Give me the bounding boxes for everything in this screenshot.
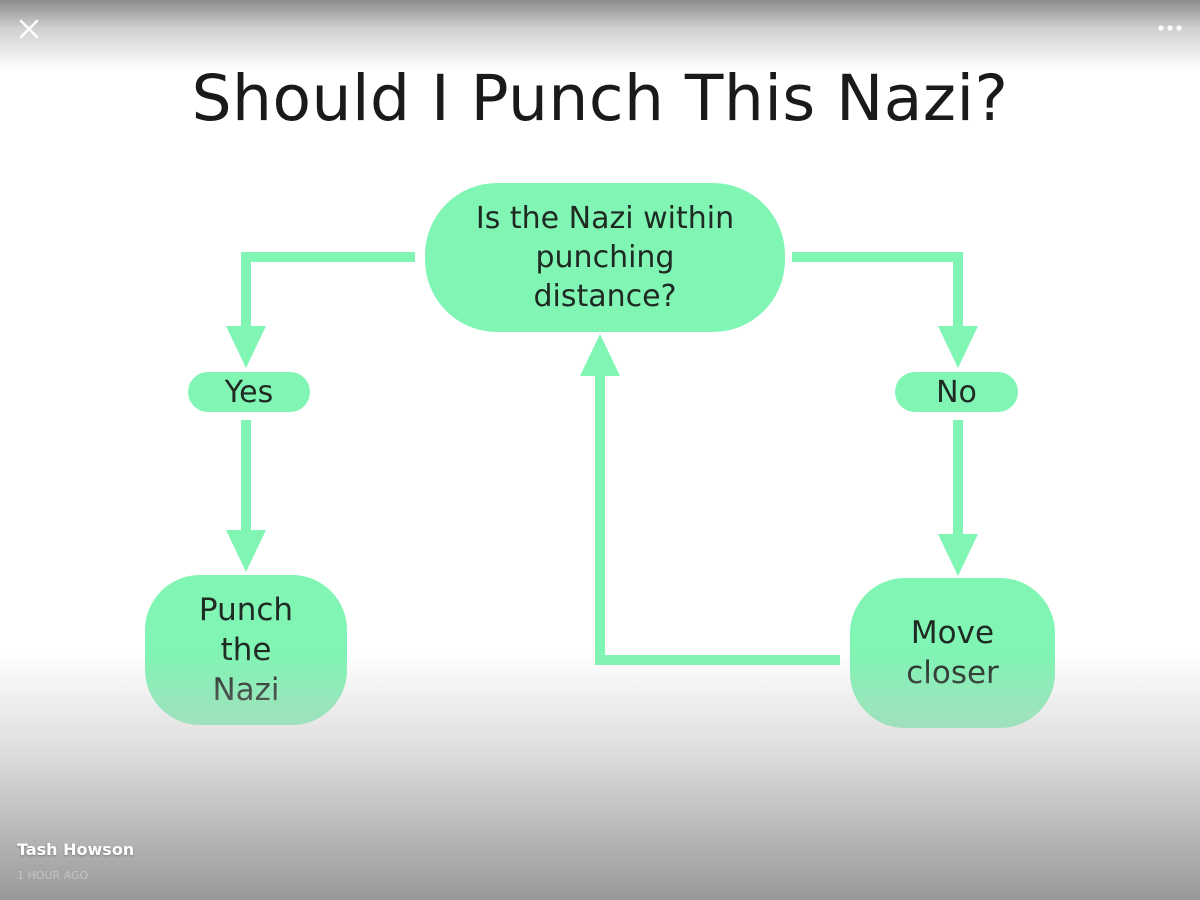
more-options-icon xyxy=(1158,25,1182,31)
arrowhead-up-icon xyxy=(580,334,620,376)
arrowhead-down-icon xyxy=(938,534,978,576)
arrowhead-down-icon xyxy=(938,326,978,368)
no-text: No xyxy=(936,374,977,410)
no-label-node: No xyxy=(895,372,1018,412)
close-button[interactable] xyxy=(14,14,44,44)
post-timestamp: 1 HOUR AGO xyxy=(17,869,89,882)
move-closer-text: Move closer xyxy=(906,614,999,691)
yes-text: Yes xyxy=(224,374,274,410)
decision-node: Is the Nazi within punching distance? xyxy=(425,183,785,332)
connector-loop-back xyxy=(595,372,840,665)
connector-to-no xyxy=(792,252,963,328)
author-name[interactable]: Tash Howson xyxy=(17,840,135,859)
decision-text: Is the Nazi within punching distance? xyxy=(475,201,735,314)
yes-label-node: Yes xyxy=(188,372,310,412)
connector-to-yes xyxy=(241,252,415,328)
more-options-button[interactable] xyxy=(1156,18,1186,38)
punch-text: Punch the Nazi xyxy=(198,591,294,709)
flowchart-title: Should I Punch This Nazi? xyxy=(191,62,1009,135)
arrowhead-down-icon xyxy=(226,530,266,572)
close-icon xyxy=(19,19,39,39)
arrowhead-down-icon xyxy=(226,326,266,368)
top-overlay xyxy=(0,0,1200,70)
move-closer-node: Move closer xyxy=(850,578,1055,728)
punch-node: Punch the Nazi xyxy=(145,575,347,725)
